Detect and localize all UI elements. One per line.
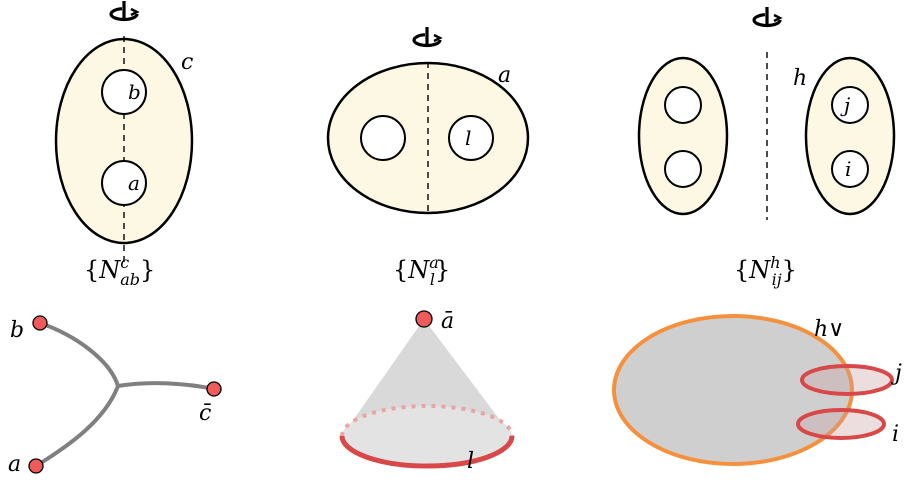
tree-right-label: c̄ <box>199 401 211 426</box>
loop-j <box>800 364 894 396</box>
cone-apex-point <box>415 310 433 328</box>
hole-bottom-label: a <box>128 171 140 195</box>
cone-base-back-loop <box>340 404 514 437</box>
hole-top-label: b <box>128 80 141 104</box>
leaf-point-b <box>32 315 48 331</box>
cone-base-label: l <box>467 449 474 474</box>
tree-bottom-label: a <box>8 452 21 477</box>
rotation-axis-icon <box>412 25 442 48</box>
hole-right-label: l <box>465 126 471 150</box>
leaf-point-c-bar <box>206 381 222 397</box>
cone-figure: ā l <box>339 309 515 474</box>
cone-apex-label: ā <box>441 309 454 334</box>
hole-j <box>831 86 869 124</box>
orange-disk <box>612 314 854 466</box>
left-hole-top <box>664 86 702 124</box>
hole-left <box>360 115 406 161</box>
leaf-point-a <box>28 458 44 474</box>
rotation-axis-icon <box>752 5 782 28</box>
loop-i <box>796 408 886 440</box>
outer-label: a <box>498 63 511 88</box>
right-component-boundary <box>804 56 896 216</box>
outer-label: h <box>793 66 807 91</box>
hole-top-label: j <box>840 93 850 117</box>
hole-a <box>101 160 147 206</box>
hole-bottom-label: i <box>845 157 851 181</box>
cone-base-front-loop <box>339 435 515 469</box>
left-hole-bottom <box>664 150 702 188</box>
tree-edge-top <box>38 321 120 388</box>
left-component-boundary <box>637 56 729 216</box>
tree-top-label: b <box>10 318 24 343</box>
hole-l <box>448 115 494 161</box>
bottom-loop-label: i <box>892 422 899 447</box>
hole-b <box>101 69 147 115</box>
disk-label: h∨ <box>814 317 844 342</box>
tree-edge-right <box>116 381 216 391</box>
disk-figure: h∨ j i <box>612 314 902 466</box>
tree-graph: b a c̄ <box>8 315 222 477</box>
hole-i <box>831 150 869 188</box>
rotation-axis-icon <box>109 0 139 22</box>
tree-edge-bottom <box>34 384 120 468</box>
outer-label: c <box>181 50 193 75</box>
cone-base-fill <box>342 406 512 466</box>
